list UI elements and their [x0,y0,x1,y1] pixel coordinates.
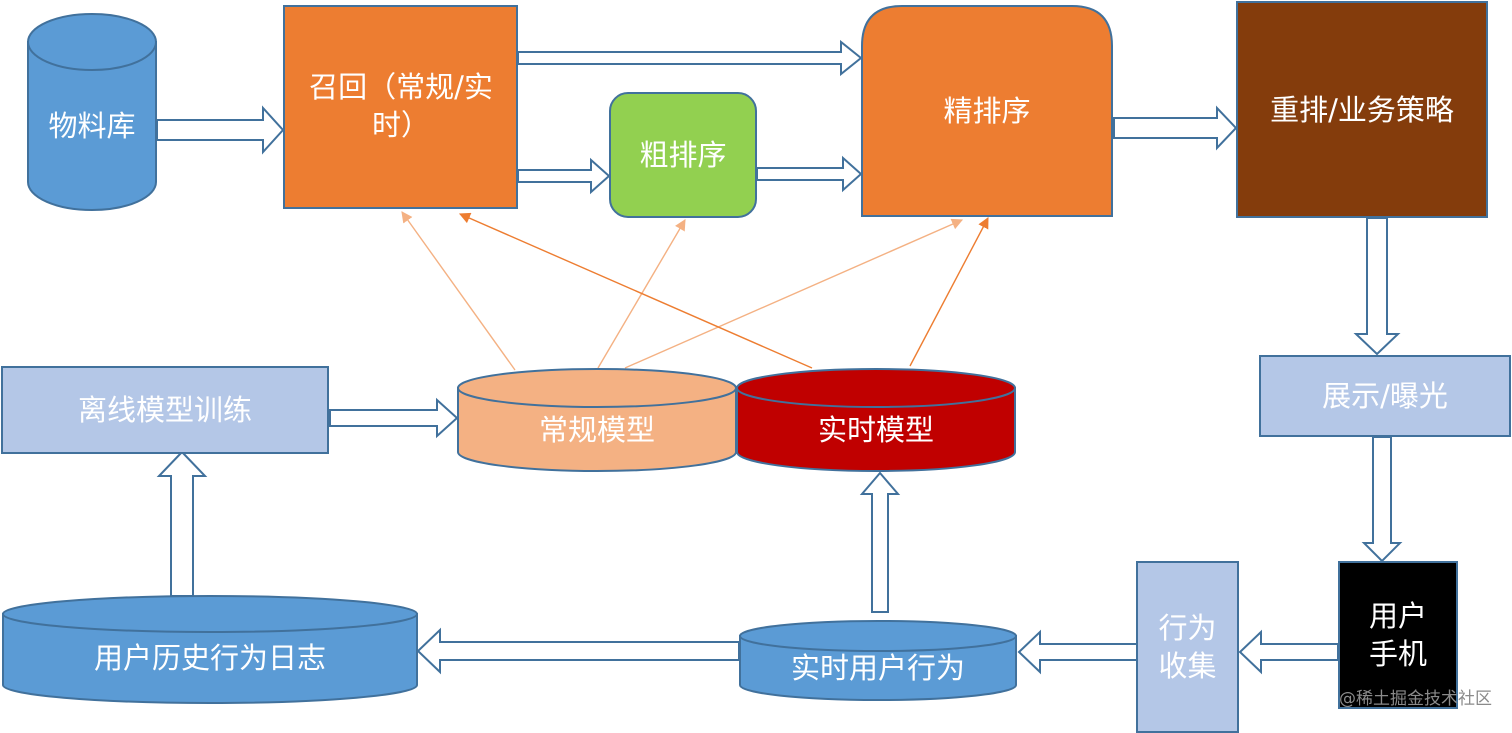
arrow-realtime-behavior-to-model [859,471,901,613]
rerank-box [1236,1,1488,218]
arrow-coarse-to-fine-rank [756,155,863,193]
display-label: 展示/曝光 [1322,379,1448,413]
arrow-display-to-phone [1361,436,1403,563]
material-lib-cylinder [27,13,157,211]
coarse-rank-box [609,92,757,218]
fine-rank-label: 精排序 [943,94,1031,128]
user-phone-box [1338,561,1458,709]
arrow-recall-to-fine-rank [517,39,863,77]
regular-model-cylinder [457,368,737,472]
material-lib-label: 物料库 [48,109,135,143]
behavior-collect-label: 行为收集 [1158,611,1217,683]
arrow-material-to-recall [156,105,285,155]
realtime-behavior-label: 实时用户行为 [791,651,965,685]
display-box [1259,355,1511,437]
recall-label: 召回（常规/实时） [309,70,493,142]
arrow-offline-to-regular [329,397,459,439]
realtime-model-label: 实时模型 [818,413,934,447]
history-log-label: 用户历史行为日志 [94,641,326,675]
arrow-collect-to-realtime [1017,629,1140,675]
rerank-label: 重排/业务策略 [1270,92,1454,127]
arrow-rerank-to-display [1353,217,1401,356]
arrow-fine-to-rerank [1113,105,1238,151]
arrow-history-to-offline [156,450,208,597]
history-log-cylinder [2,595,418,704]
offline-training-label: 离线模型训练 [77,393,252,427]
arrow-phone-to-collect [1238,629,1339,675]
arrow-realtime-model-to-recall [458,212,813,369]
watermark: @稀土掘金技术社区 [1339,689,1492,709]
arrow-realtime-to-history [416,627,740,675]
offline-training-box [1,366,329,454]
fine-rank-box [861,5,1113,217]
realtime-behavior-cylinder [739,620,1017,701]
regular-model-label: 常规模型 [539,413,655,447]
arrow-realtime-model-to-fine [909,217,989,367]
arrow-recall-to-coarse-rank [517,157,611,195]
realtime-model-cylinder [736,368,1016,472]
arrow-regular-to-recall [401,211,516,371]
user-phone-label: 用户手机 [1368,599,1427,671]
recall-box [283,5,518,209]
coarse-rank-label: 粗排序 [639,138,727,172]
arrow-regular-to-fine [624,218,964,369]
behavior-collect-box [1136,561,1239,733]
